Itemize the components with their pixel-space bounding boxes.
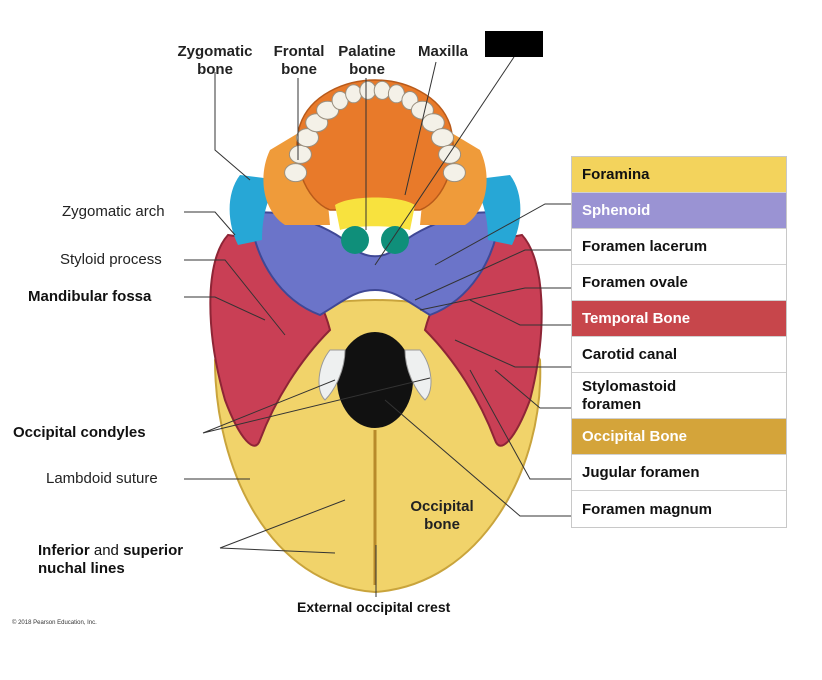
maxilla-shape bbox=[296, 79, 454, 211]
legend-row: Foramina bbox=[572, 157, 786, 193]
legend-row: Carotid canal bbox=[572, 337, 786, 373]
tooth bbox=[359, 80, 377, 100]
label-zygomatic-arch: Zygomatic arch bbox=[62, 203, 165, 220]
label-nuchal-lines: Inferior and superior nuchal lines bbox=[38, 542, 183, 578]
legend-row: Foramen lacerum bbox=[572, 229, 786, 265]
tooth bbox=[438, 144, 462, 164]
label-styloid-process: Styloid process bbox=[60, 251, 162, 268]
label-lambdoid-suture: Lambdoid suture bbox=[46, 470, 158, 487]
palatine-shape bbox=[335, 197, 415, 230]
teeth bbox=[284, 80, 466, 183]
legend-row: Jugular foramen bbox=[572, 455, 786, 491]
tooth bbox=[373, 80, 391, 100]
label-and: and bbox=[89, 542, 124, 559]
foramen-magnum-shape bbox=[337, 332, 413, 428]
tooth bbox=[345, 84, 363, 104]
label-maxilla: Maxilla bbox=[417, 43, 469, 60]
label-nuchal-lines-text: nuchal lines bbox=[38, 560, 125, 577]
legend-row: Sphenoid bbox=[572, 193, 786, 229]
choana-right bbox=[381, 226, 409, 254]
legend-row: Foramen ovale bbox=[572, 265, 786, 301]
occipital-condyle-left bbox=[318, 349, 346, 401]
tooth bbox=[284, 163, 308, 183]
label-external-occipital-crest: External occipital crest bbox=[297, 599, 451, 615]
legend-row: Foramen magnum bbox=[572, 491, 786, 527]
label-mandibular-fossa: Mandibular fossa bbox=[28, 288, 152, 305]
occipital-condyle-right bbox=[404, 349, 432, 401]
tooth bbox=[431, 128, 454, 148]
label-inferior: Inferior bbox=[38, 542, 90, 559]
tooth bbox=[288, 144, 312, 164]
legend-row: Occipital Bone bbox=[572, 419, 786, 455]
leader-lines bbox=[184, 56, 571, 597]
label-superior: superior bbox=[123, 542, 184, 559]
legend-row: Temporal Bone bbox=[572, 301, 786, 337]
tooth bbox=[442, 163, 466, 183]
label-occipital-condyles: Occipital condyles bbox=[13, 424, 146, 441]
redacted-label bbox=[485, 31, 543, 57]
copyright-text: © 2018 Pearson Education, Inc. bbox=[12, 620, 97, 626]
tooth bbox=[296, 128, 319, 148]
choana-left bbox=[341, 226, 369, 254]
